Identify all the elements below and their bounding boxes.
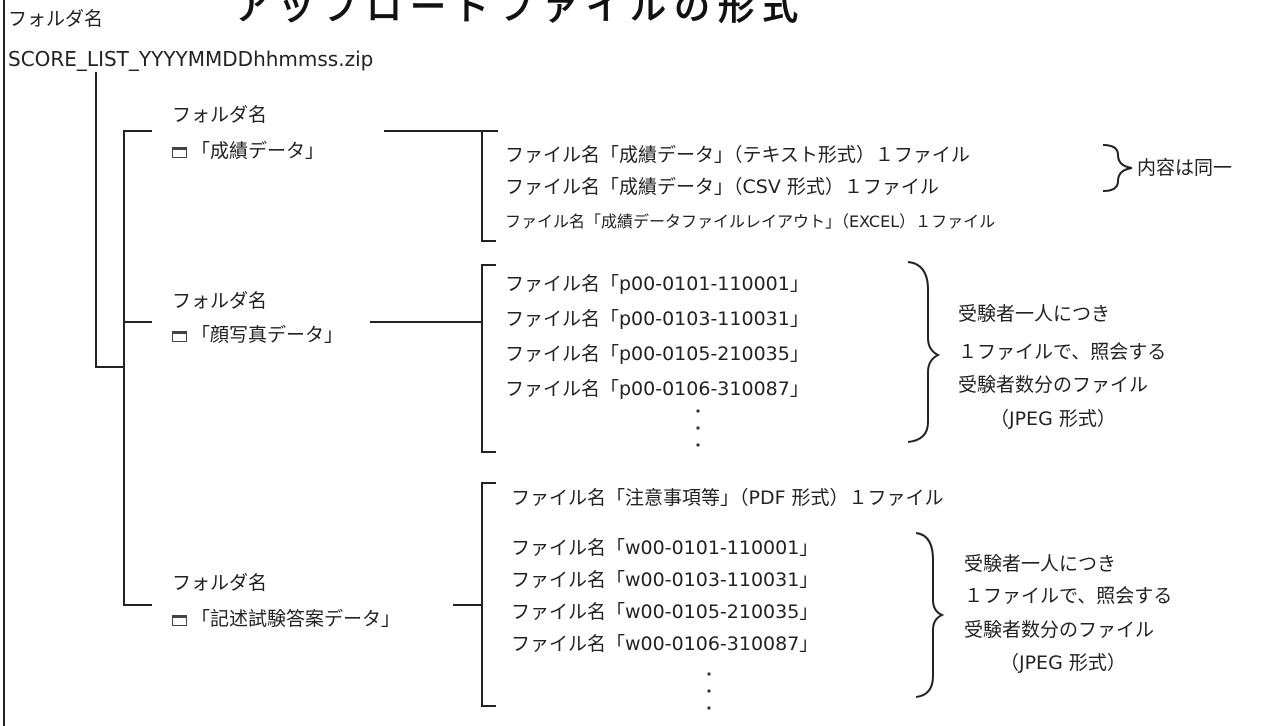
answer-note-line-3: 受験者数分のファイル bbox=[964, 619, 1155, 641]
folder3-name: 「記述試験答案データ」 bbox=[172, 608, 400, 630]
folder2-name-text: 「顔写真データ」 bbox=[191, 324, 344, 346]
face-file-2: ファイル名「p00-0103-110031」 bbox=[505, 308, 809, 330]
answer-file-4: ファイル名「w00-0106-310087」 bbox=[511, 633, 819, 655]
face-note-line-4: （JPEG 形式） bbox=[990, 408, 1116, 430]
folder1-name: 「成績データ」 bbox=[172, 140, 324, 162]
root-zip-filename: SCORE_LIST_YYYYMMDDhhmmss.zip bbox=[8, 47, 374, 71]
folder2-label: フォルダ名 bbox=[172, 290, 268, 312]
folder2-files-bracket bbox=[481, 264, 496, 453]
folder1-files-bracket bbox=[481, 130, 498, 242]
same-content-note: 内容は同一 bbox=[1137, 157, 1233, 179]
root-folder-label: フォルダ名 bbox=[8, 8, 104, 30]
folder3-files-bracket bbox=[481, 482, 496, 707]
answer-note-line-4: （JPEG 形式） bbox=[1000, 652, 1126, 674]
face-note-line-1: 受験者一人につき bbox=[958, 303, 1111, 325]
answer-files-brace bbox=[915, 532, 945, 698]
folder-icon bbox=[172, 147, 187, 158]
folder1-label: フォルダ名 bbox=[172, 104, 268, 126]
diagram-title: アップロードファイルの形式 bbox=[234, 0, 807, 28]
answer-file-3: ファイル名「w00-0105-210035」 bbox=[511, 601, 819, 623]
face-file-3: ファイル名「p00-0105-210035」 bbox=[505, 343, 809, 365]
face-note-line-2: １ファイルで、照会する bbox=[958, 341, 1167, 363]
vertical-ellipsis-icon bbox=[707, 672, 711, 710]
same-content-brace bbox=[1102, 144, 1133, 192]
root-trunk-line bbox=[95, 72, 124, 368]
answer-note-line-1: 受験者一人につき bbox=[964, 553, 1117, 575]
folder1-file-1: ファイル名「成績データ」（テキスト形式）１ファイル bbox=[505, 144, 970, 166]
answer-file-2: ファイル名「w00-0103-110031」 bbox=[511, 569, 819, 591]
face-file-1: ファイル名「p00-0101-110001」 bbox=[505, 273, 809, 295]
folder2-name: 「顔写真データ」 bbox=[172, 324, 343, 346]
folder3-name-text: 「記述試験答案データ」 bbox=[191, 608, 401, 630]
folder-icon bbox=[172, 331, 187, 342]
face-file-4: ファイル名「p00-0106-310087」 bbox=[505, 378, 809, 400]
folder-bracket bbox=[123, 130, 152, 606]
folder3-label: フォルダ名 bbox=[172, 572, 268, 594]
vertical-ellipsis-icon bbox=[696, 409, 700, 447]
answer-pdf-file: ファイル名「注意事項等」（PDF 形式）１ファイル bbox=[511, 487, 944, 509]
folder1-name-text: 「成績データ」 bbox=[191, 140, 325, 162]
face-note-line-3: 受験者数分のファイル bbox=[958, 374, 1149, 396]
face-files-brace bbox=[907, 261, 941, 443]
folder1-file-2: ファイル名「成績データ」（CSV 形式）１ファイル bbox=[505, 176, 939, 198]
answer-note-line-2: １ファイルで、照会する bbox=[964, 585, 1173, 607]
folder-icon bbox=[172, 615, 187, 626]
folder1-file-3: ファイル名「成績データファイルレイアウト」（EXCEL）１ファイル bbox=[505, 212, 996, 231]
answer-file-1: ファイル名「w00-0101-110001」 bbox=[511, 537, 819, 559]
